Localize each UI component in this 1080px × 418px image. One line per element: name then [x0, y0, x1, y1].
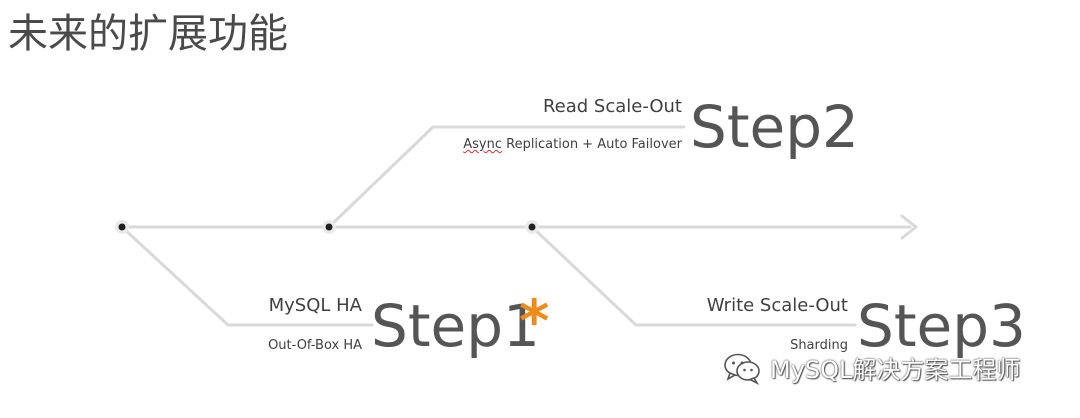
page-title: 未来的扩展功能	[8, 11, 288, 57]
step3-main-label: Write Scale-Out	[706, 295, 848, 316]
step1-title: Step1	[371, 292, 540, 360]
branch-step2	[327, 125, 686, 229]
step2-main-label: Read Scale-Out	[542, 96, 682, 117]
watermark-text: MySQL解决方案工程师	[770, 356, 1021, 384]
branch-step1	[120, 225, 374, 327]
step2-sub-label: Async Replication + Auto Failover	[463, 137, 682, 152]
step1-star-icon: *	[519, 287, 550, 355]
step3-title: Step3	[857, 292, 1026, 360]
step2-sub-spell: Async	[463, 137, 502, 152]
watermark: MySQL解决方案工程师	[722, 350, 1020, 385]
step1-sub-label: Out-Of-Box HA	[268, 338, 362, 353]
step1-main-label: MySQL HA	[268, 295, 362, 316]
step2-sub-rest: Replication + Auto Failover	[501, 137, 682, 152]
wechat-icon	[724, 353, 760, 385]
step3-sub-label: Sharding	[790, 338, 848, 353]
branch-step3	[530, 225, 857, 327]
timeline-arrowhead	[900, 214, 918, 240]
step2-title: Step2	[690, 93, 859, 161]
